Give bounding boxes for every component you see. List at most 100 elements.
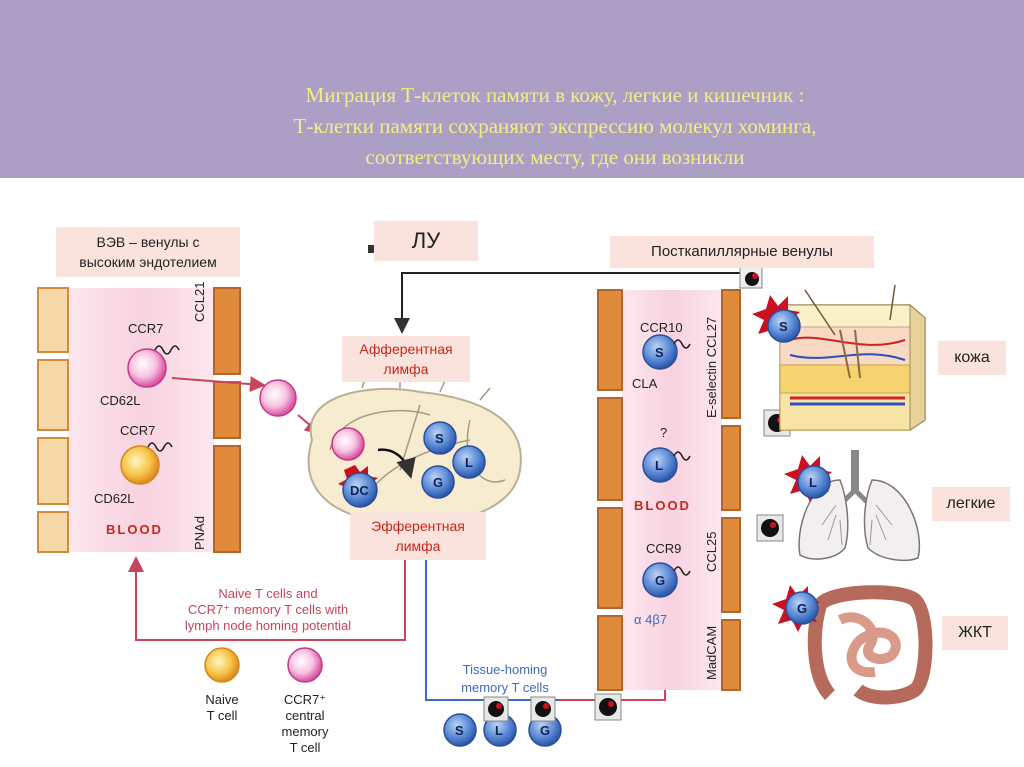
- legend-memory-line-3: memory: [282, 724, 329, 739]
- efferent-lymph-path: [425, 560, 560, 701]
- lymph-node: DC S L G: [307, 372, 522, 525]
- node-g-cell: [421, 465, 455, 499]
- vessel-l-label: L: [655, 458, 663, 473]
- vessel-s-cell: [642, 334, 678, 370]
- ccr9-label: CCR9: [646, 541, 681, 556]
- lungs-label: легкие: [946, 495, 996, 512]
- blood-label-left: BLOOD: [106, 522, 163, 537]
- ccr7-receptor-icon: [154, 345, 180, 355]
- vessel-g-label: G: [655, 573, 665, 588]
- node-l-label: L: [465, 455, 473, 470]
- node-l-cell: [452, 445, 486, 479]
- lungs-l-cell: [797, 465, 831, 499]
- hev-right-wall: [213, 287, 241, 553]
- ccl25-label: CCL25: [704, 532, 719, 572]
- naive-text-line-3: lymph node homing potential: [185, 618, 351, 633]
- skin-label-box: кожа: [938, 341, 1006, 375]
- slide-title: Миграция Т-клеток памяти в кожу, легкие …: [0, 80, 1024, 173]
- unknown-receptor-icon: [673, 451, 691, 461]
- naive-text-line-2: CCR7⁺ memory T cells with: [188, 602, 348, 617]
- naive-text-line-1: Naive T cells and: [218, 586, 317, 601]
- ln-label: ЛУ: [411, 228, 441, 253]
- legend-memory-line-2: central: [285, 708, 324, 723]
- lungs-l-label: L: [809, 475, 817, 490]
- title-line-3: соответствующих месту, где они возникли: [365, 145, 745, 169]
- vessel-right-wall: [721, 289, 741, 691]
- legend-memory-line-4: T cell: [290, 740, 321, 755]
- eselectin-label: E-selectin CCL27: [704, 317, 719, 418]
- hev-label-line-1: ВЭВ – венулы с: [96, 234, 200, 250]
- alpha4beta7-label: α 4β7: [634, 612, 667, 627]
- node-memory-cell: [331, 427, 365, 461]
- tissue-homing-line-2: memory T cells: [461, 680, 549, 695]
- lungs-illustration: L: [784, 450, 921, 561]
- naive-cell: [120, 445, 160, 485]
- madcam-label: MadCAM: [704, 626, 719, 680]
- afferent-lymph-arrow: [394, 272, 740, 334]
- lungs-label-box: легкие: [932, 487, 1010, 521]
- gut-g-cell: [785, 591, 819, 625]
- hev-lumen: [68, 288, 214, 552]
- homing-s-label: S: [455, 723, 464, 738]
- central-memory-cell: [127, 348, 167, 388]
- ccr10-label: CCR10: [640, 320, 683, 335]
- legend-memory-line-1: CCR7⁺: [284, 692, 326, 707]
- legend-memory-cell: [287, 647, 323, 683]
- efferent-line-2: лимфа: [395, 538, 441, 554]
- ccl21-label: CCL21: [192, 282, 207, 322]
- dendritic-cell: [342, 472, 378, 508]
- title-banner: [0, 0, 1024, 178]
- hev-exit-arrow: [171, 376, 266, 393]
- vessel-s-label: S: [655, 345, 664, 360]
- ccr7-label-top: CCR7: [128, 321, 163, 336]
- efferent-line-1: Эфферентная: [371, 518, 465, 534]
- postcap-label-box: Посткапиллярные венулы: [610, 236, 874, 268]
- afferent-line-2: лимфа: [383, 361, 429, 377]
- ccr9-receptor-icon: [673, 566, 691, 576]
- ccr10-receptor-icon: [673, 339, 691, 349]
- vessel-left-wall: [597, 289, 623, 691]
- hev-label-line-2: высоким эндотелием: [79, 254, 217, 270]
- legend-naive-line-1: Naive: [205, 692, 238, 707]
- ccr7-receptor-icon: [147, 442, 173, 452]
- postcapillary-vessel: E-selectin CCL27 CCL25 MadCAM CCR10 S CL…: [597, 289, 741, 691]
- node-s-cell: [423, 421, 457, 455]
- afferent-label-box: Афферентная лимфа: [342, 336, 470, 382]
- cd62l-label-top: CD62L: [100, 393, 140, 408]
- recirculation-arrow: [128, 556, 406, 641]
- legend-naive-line-2: T cell: [207, 708, 238, 723]
- question-label: ?: [660, 425, 667, 440]
- vessel-g-cell: [642, 562, 678, 598]
- skin-s-cell: [767, 309, 801, 343]
- tissue-homing-line-1: Tissue-homing: [463, 662, 548, 677]
- hev-vessel: CCL21 PNAd CCR7 CD62L CCR7 CD62L BLOOD: [37, 282, 241, 553]
- gut-label-box: ЖКТ: [942, 616, 1008, 650]
- legend-naive-cell: [204, 647, 240, 683]
- homing-l-label: L: [495, 723, 503, 738]
- gut-illustration: G: [772, 585, 933, 705]
- legend: Naive T cell CCR7⁺ central memory T cell: [204, 647, 329, 755]
- efferent-label-box: Эфферентная лимфа: [350, 512, 486, 560]
- cd62l-label-bottom: CD62L: [94, 491, 134, 506]
- afferent-line-1: Афферентная: [359, 341, 453, 357]
- gut-g-label: G: [797, 601, 807, 616]
- ccr7-label-bottom: CCR7: [120, 423, 155, 438]
- return-icon-group: [483, 409, 791, 722]
- vessel-l-cell: [642, 447, 678, 483]
- skin-label: кожа: [954, 349, 990, 366]
- hev-left-wall: [37, 287, 69, 553]
- pnad-label: PNAd: [192, 516, 207, 550]
- gut-label: ЖКТ: [958, 624, 992, 641]
- skin-illustration: S: [752, 284, 926, 431]
- title-line-1: Миграция Т-клеток памяти в кожу, легкие …: [305, 83, 805, 107]
- cla-label: CLA: [632, 376, 658, 391]
- activation-arrow: [377, 448, 416, 479]
- title-line-2: Т-клетки памяти сохраняют экспрессию мол…: [293, 114, 817, 138]
- migrating-memory-cell: [259, 379, 297, 417]
- homing-s-cell: [443, 713, 477, 747]
- node-s-label: S: [435, 431, 444, 446]
- ln-label-box: ЛУ: [374, 221, 478, 261]
- hev-label-box: ВЭВ – венулы с высоким эндотелием: [56, 227, 240, 277]
- skin-s-label: S: [779, 319, 788, 334]
